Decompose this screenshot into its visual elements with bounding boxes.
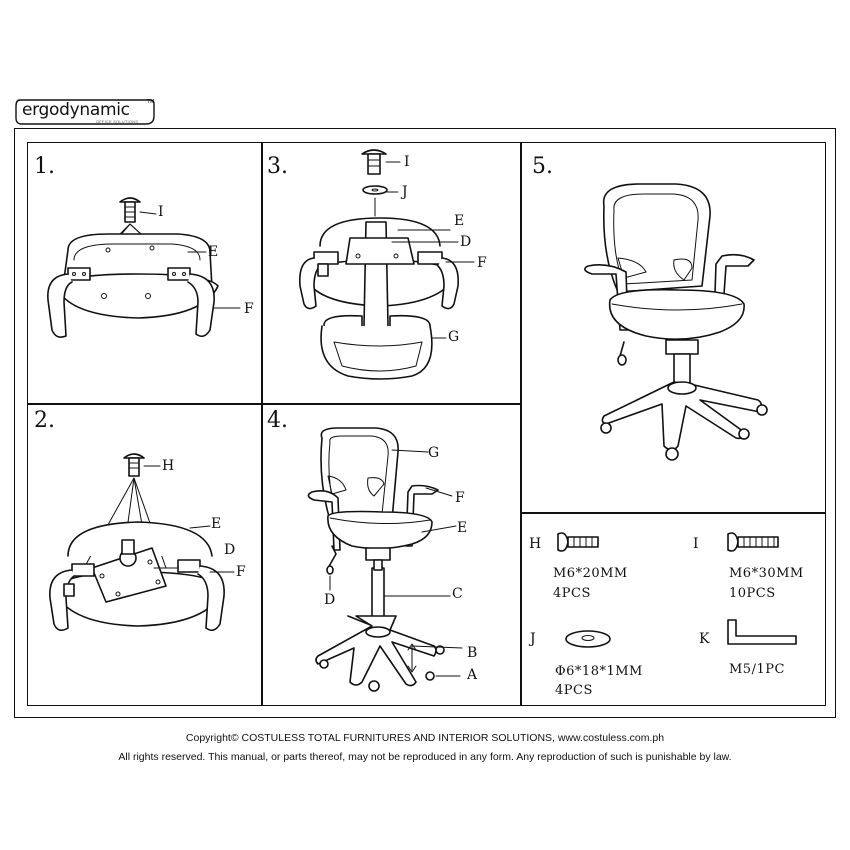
step-3-label-i: I [404, 154, 410, 170]
step-1-label-f: F [244, 301, 254, 317]
step-1-label-i: I [158, 204, 164, 220]
hardware-allen-key-k-icon [727, 619, 797, 645]
outer-frame [14, 128, 836, 718]
divider-col-2 [520, 142, 522, 706]
step-1-illustration [47, 197, 241, 338]
hardware-j-qty: 4PCS [555, 683, 593, 698]
hardware-h-qty: 4PCS [553, 586, 591, 601]
divider-row-right [520, 512, 826, 514]
step-4-label-b: B [467, 645, 478, 661]
hardware-j-spec: Φ6*18*1MM [555, 664, 643, 679]
step-3-label-j: J [402, 184, 408, 200]
divider-row-left [27, 403, 521, 405]
step-4-label-a: A [467, 667, 478, 683]
step-5-assembled-chair [584, 183, 768, 461]
step-4-label-d: D [324, 592, 336, 608]
footer-copyright: Copyright© COSTULESS TOTAL FURNITURES AN… [185, 732, 665, 744]
step-4-label-g: G [428, 445, 440, 461]
step-2-label-e: E [211, 516, 222, 532]
step-1-label-e: E [208, 244, 219, 260]
hardware-h-label: H [529, 536, 542, 552]
step-2-number: 2. [34, 408, 55, 433]
step-2-label-f: F [236, 564, 246, 580]
brand-logo-badge [15, 99, 155, 125]
brand-trademark: TM [147, 99, 155, 105]
step-4-label-e: E [457, 520, 468, 536]
step-3-label-g: G [448, 329, 460, 345]
step-4-number: 4. [267, 408, 288, 433]
footer-rights: All rights reserved. This manual, or par… [118, 751, 732, 763]
step-4-label-c: C [452, 586, 463, 602]
step-4-label-f: F [455, 490, 465, 506]
step-2-illustration [49, 453, 235, 632]
hardware-i-spec: M6*30MM [729, 566, 804, 581]
step-3-illustration [298, 149, 475, 380]
step-1-number: 1. [34, 154, 55, 179]
step-3-label-e: E [454, 213, 465, 229]
step-2-label-h: H [162, 458, 175, 474]
hardware-i-label: I [693, 536, 699, 552]
step-3-label-d: D [460, 234, 472, 250]
hardware-screw-i-icon [727, 532, 779, 552]
inner-frame [27, 142, 826, 706]
hardware-screw-h-icon [557, 532, 599, 552]
step-4-illustration [307, 427, 463, 692]
hardware-washer-j-icon [565, 630, 611, 648]
brand-name: ergodynamic [22, 100, 130, 120]
step-5-number: 5. [532, 154, 553, 179]
divider-col-1 [261, 142, 263, 706]
hardware-k-label: K [699, 631, 710, 647]
step-3-label-f: F [477, 255, 487, 271]
hardware-k-spec: M5/1PC [729, 662, 785, 677]
step-3-number: 3. [267, 154, 288, 179]
hardware-i-qty: 10PCS [729, 586, 776, 601]
step-2-label-d: D [224, 542, 236, 558]
brand-tagline: OFFICE SOLUTIONS [96, 119, 139, 124]
hardware-j-label: J [530, 631, 536, 647]
hardware-h-spec: M6*20MM [553, 566, 628, 581]
